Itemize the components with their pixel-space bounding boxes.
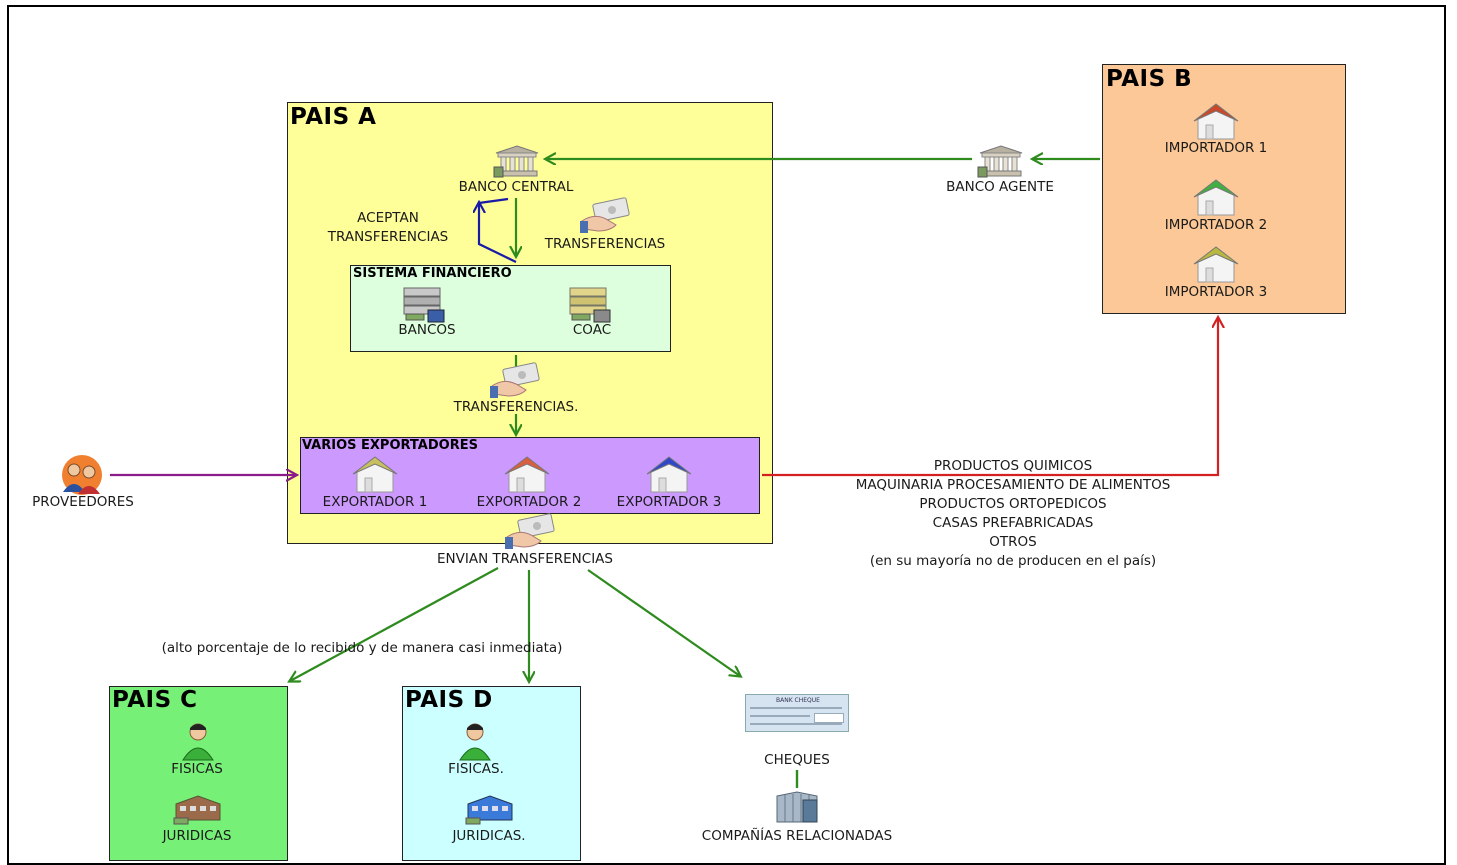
pais-c-fisicas-label: FISICAS <box>171 761 223 777</box>
house-icon <box>1193 103 1239 140</box>
money-transfer-icon <box>580 197 630 233</box>
proveedores-label: PROVEEDORES <box>32 494 134 510</box>
house-icon <box>646 456 692 493</box>
bank-servers-icon <box>403 287 445 323</box>
sistema-financiero-title: SISTEMA FINANCIERO <box>353 266 512 281</box>
producto-item: OTROS <box>989 534 1037 550</box>
people-icon <box>62 455 102 495</box>
cheque-icon-text: BANK CHEQUE <box>776 697 820 704</box>
house-icon <box>352 456 398 493</box>
aceptan-transferencias-label: ACEPTAN TRANSFERENCIAS <box>328 209 449 247</box>
pais-c-title: PAIS C <box>112 687 198 713</box>
alto-porcentaje-label: (alto porcentaje de lo recibido y de man… <box>161 640 563 656</box>
importador-1-label: IMPORTADOR 1 <box>1164 140 1268 156</box>
transferencias-label: TRANSFERENCIAS <box>544 236 666 252</box>
bancos-label: BANCOS <box>398 322 456 338</box>
house-icon <box>1193 246 1239 283</box>
pais-c-box <box>109 686 288 861</box>
money-transfer-icon <box>505 513 555 549</box>
pais-d-box <box>402 686 581 861</box>
importador-3-label: IMPORTADOR 3 <box>1164 284 1268 300</box>
pais-d-juridicas-label: JURIDICAS. <box>452 828 526 844</box>
envian-transferencias-label: ENVIAN TRANSFERENCIAS <box>437 551 613 567</box>
exportador-3-label: EXPORTADOR 3 <box>616 494 722 510</box>
person-icon <box>182 723 214 761</box>
company-icon <box>173 795 221 825</box>
money-transfer-icon <box>490 362 540 398</box>
cheques-label: CHEQUES <box>764 752 830 768</box>
producto-item: MAQUINARIA PROCESAMIENTO DE ALIMENTOS <box>855 477 1171 493</box>
pais-d-fisicas-label: FISICAS. <box>448 761 504 777</box>
aceptan-line2: TRANSFERENCIAS <box>327 229 449 245</box>
arrow-envian-to-paisc <box>290 567 499 681</box>
producto-item: PRODUCTOS ORTOPEDICOS <box>919 496 1107 512</box>
arrow-aceptan-transferencias <box>479 203 517 263</box>
producto-item: CASAS PREFABRICADAS <box>932 515 1094 531</box>
house-icon <box>1193 179 1239 216</box>
pais-a-title: PAIS A <box>290 104 377 130</box>
companias-label: COMPAÑÍAS RELACIONADAS <box>701 828 893 844</box>
productos-list: PRODUCTOS QUIMICOS MAQUINARIA PROCESAMIE… <box>856 457 1171 571</box>
cheque-icon: BANK CHEQUE <box>745 694 849 732</box>
coac-label: COAC <box>572 322 612 338</box>
bank-icon <box>493 145 539 178</box>
exportador-1-label: EXPORTADOR 1 <box>322 494 428 510</box>
transferencias-dot-label: TRANSFERENCIAS. <box>453 399 579 415</box>
varios-exportadores-title: VARIOS EXPORTADORES <box>302 438 478 453</box>
building-icon <box>776 791 818 823</box>
arrow-exportadores-to-paisb <box>762 318 1218 477</box>
bank-icon <box>977 145 1023 178</box>
producto-item: (en su mayoría no de producen en el país… <box>869 553 1157 569</box>
pais-b-title: PAIS B <box>1106 66 1193 92</box>
importador-2-label: IMPORTADOR 2 <box>1164 217 1268 233</box>
pais-c-juridicas-label: JURIDICAS <box>162 828 232 844</box>
coac-icon <box>569 287 611 323</box>
producto-item: PRODUCTOS QUIMICOS <box>933 458 1093 474</box>
pais-d-title: PAIS D <box>405 687 493 713</box>
exportador-2-label: EXPORTADOR 2 <box>476 494 582 510</box>
arrow-envian-to-cheques <box>587 569 740 676</box>
banco-agente-label: BANCO AGENTE <box>946 179 1054 195</box>
house-icon <box>504 456 550 493</box>
banco-central-label: BANCO CENTRAL <box>458 179 574 195</box>
aceptan-line1: ACEPTAN <box>357 210 419 226</box>
company-icon <box>465 795 513 825</box>
person-icon <box>459 723 491 761</box>
